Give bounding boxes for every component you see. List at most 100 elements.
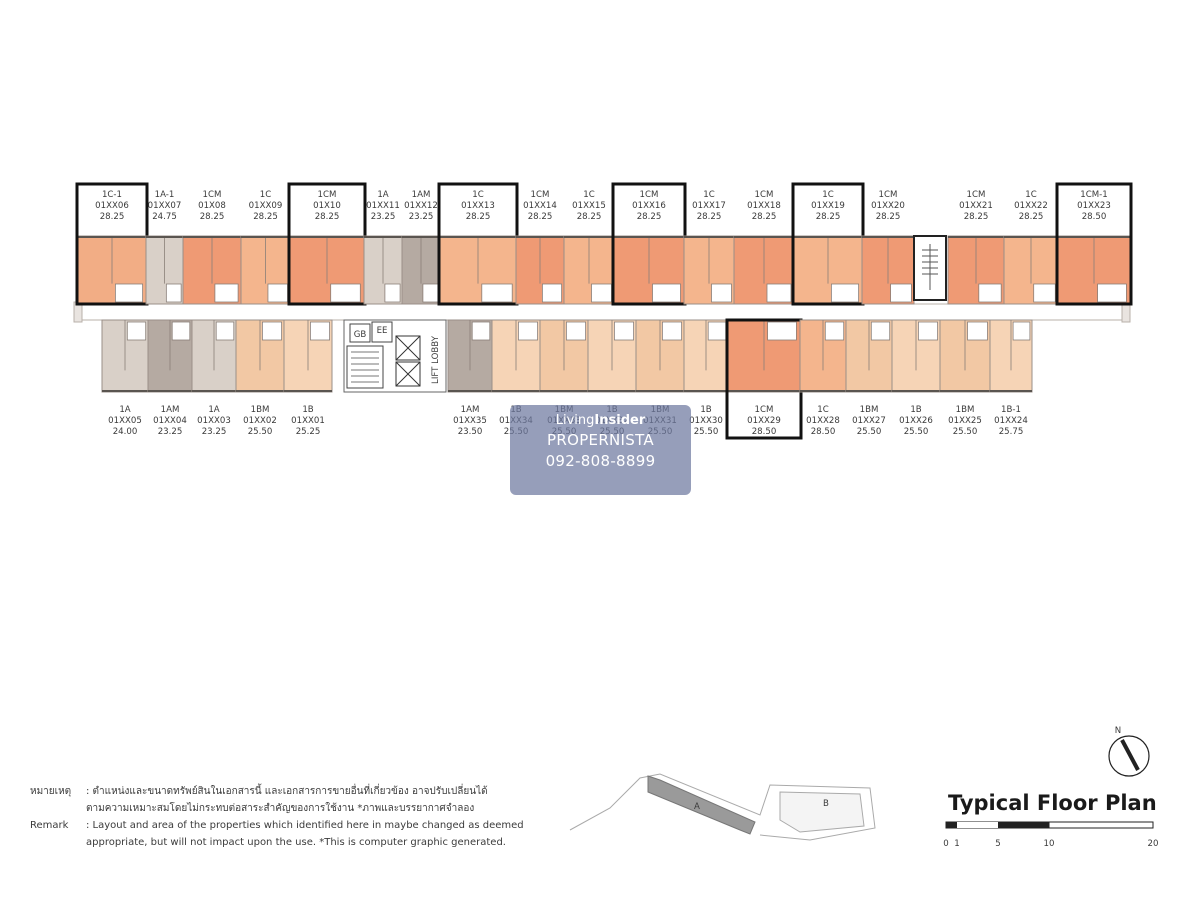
top-unit-area-label: 28.25 xyxy=(876,212,901,222)
bottom-unit-code-label: 01XX01 xyxy=(291,416,325,426)
electrical-room xyxy=(371,321,393,343)
top-unit-facade xyxy=(183,236,241,238)
scale-tick-5: 5 xyxy=(995,839,1000,849)
bottom-unit-code-label: 01XX30 xyxy=(689,416,723,426)
top-unit-type-label: 1C xyxy=(1025,190,1036,200)
bottom-unit-code-label: 01XX35 xyxy=(453,416,487,426)
top-unit-bathroom xyxy=(711,283,732,303)
top-unit-type-label: 1C xyxy=(703,190,714,200)
building-b xyxy=(779,791,865,833)
top-unit-area-label: 28.25 xyxy=(577,212,602,222)
top-unit-code-label: 01XX13 xyxy=(461,201,495,211)
top-unit-code-label: 01XX09 xyxy=(249,201,283,211)
bottom-unit-bathroom xyxy=(870,321,891,341)
top-unit-bathroom xyxy=(831,283,860,303)
bottom-unit-code-label: 01XX24 xyxy=(994,416,1028,426)
bottom-unit-facade xyxy=(540,390,588,392)
scale-tick-1: 1 xyxy=(954,839,959,849)
bottom-unit-facade xyxy=(102,390,148,392)
bottom-unit-bathroom xyxy=(518,321,539,341)
bottom-unit-code-label: 01XX28 xyxy=(806,416,840,426)
top-unit-bathroom xyxy=(115,283,144,303)
bottom-unit-row: 1A01XX0524.001AM01XX0423.251A01XX0323.25… xyxy=(101,318,1033,440)
bottom-unit-type-label: 1BM xyxy=(860,405,879,415)
top-unit-type-label: 1CM xyxy=(755,190,774,200)
top-unit-type-label: 1AM xyxy=(412,190,431,200)
bottom-unit-bathroom xyxy=(707,321,727,341)
bottom-unit-area-label: 25.50 xyxy=(248,427,273,437)
top-unit-type-label: 1A-1 xyxy=(155,190,175,200)
top-unit-facade xyxy=(1058,236,1130,238)
top-unit-facade xyxy=(614,236,684,238)
bottom-unit-area-label: 25.50 xyxy=(694,427,719,437)
bottom-unit-bathroom xyxy=(662,321,683,341)
en-remark-1: : Layout and area of the properties whic… xyxy=(86,820,524,831)
north-arrow: N xyxy=(1108,726,1150,777)
bottom-unit-area-label: 24.00 xyxy=(113,427,138,437)
bottom-unit-facade xyxy=(800,390,846,392)
top-unit-facade xyxy=(241,236,290,238)
bottom-unit-01XX32: 1B01XX3225.50 xyxy=(587,319,637,437)
top-unit-area-label: 28.25 xyxy=(752,212,777,222)
top-unit-area-label: 23.25 xyxy=(409,212,434,222)
top-unit-facade xyxy=(364,236,402,238)
top-unit-row: 1C-101XX0628.251A-101XX0724.751CM01X0828… xyxy=(75,182,1133,306)
bottom-unit-area-label: 28.50 xyxy=(752,427,777,437)
bottom-unit-facade xyxy=(284,390,332,392)
top-unit-area-label: 23.25 xyxy=(371,212,396,222)
top-unit-type-label: 1CM xyxy=(531,190,550,200)
bottom-unit-area-label: 25.75 xyxy=(999,427,1024,437)
top-unit-facade xyxy=(862,236,914,238)
watermark-brand: LivingInsider xyxy=(510,413,691,428)
bottom-unit-code-label: 01XX29 xyxy=(747,416,781,426)
top-unit-code-label: 01XX12 xyxy=(404,201,438,211)
bottom-unit-type-label: 1B-1 xyxy=(1001,405,1021,415)
top-unit-facade xyxy=(794,236,862,238)
building-a-label: A xyxy=(694,802,700,812)
en-remark-label: Remark xyxy=(30,820,69,831)
bottom-unit-bathroom xyxy=(824,321,845,341)
bottom-unit-bathroom xyxy=(614,321,635,341)
top-unit-type-label: 1C-1 xyxy=(102,190,122,200)
top-unit-type-label: 1C xyxy=(472,190,483,200)
thai-remark-1: : ตำแหน่งและขนาดทรัพย์สินในเอกสารนี้ และ… xyxy=(86,786,488,797)
top-unit-area-label: 28.25 xyxy=(253,212,278,222)
top-unit-bathroom xyxy=(384,283,401,303)
top-unit-area-label: 28.25 xyxy=(816,212,841,222)
bottom-unit-facade xyxy=(892,390,940,392)
building-b-label: B xyxy=(823,799,829,809)
en-remark-2: appropriate, but will not impact upon th… xyxy=(86,837,506,848)
brand-insider: Insider xyxy=(594,413,646,428)
top-unit-bathroom xyxy=(422,283,439,303)
bottom-unit-type-label: 1BM xyxy=(251,405,270,415)
top-unit-code-label: 01XX21 xyxy=(959,201,993,211)
top-unit-facade xyxy=(516,236,564,238)
bottom-unit-area-label: 23.25 xyxy=(158,427,183,437)
top-unit-area-label: 28.25 xyxy=(100,212,125,222)
building-a xyxy=(647,775,756,835)
bottom-unit-facade xyxy=(846,390,892,392)
top-unit-facade xyxy=(402,236,440,238)
top-unit-type-label: 1C xyxy=(583,190,594,200)
top-unit-type-label: 1CM xyxy=(318,190,337,200)
top-unit-type-label: 1CM-1 xyxy=(1080,190,1107,200)
bottom-unit-area-label: 25.50 xyxy=(953,427,978,437)
bottom-unit-facade xyxy=(684,390,728,392)
top-unit-bathroom xyxy=(890,283,912,303)
page-title: Typical Floor Plan xyxy=(948,791,1157,815)
bottom-unit-code-label: 01XX03 xyxy=(197,416,231,426)
bottom-unit-area-label: 25.25 xyxy=(296,427,321,437)
bottom-unit-bathroom xyxy=(215,321,235,341)
top-unit-facade xyxy=(684,236,734,238)
